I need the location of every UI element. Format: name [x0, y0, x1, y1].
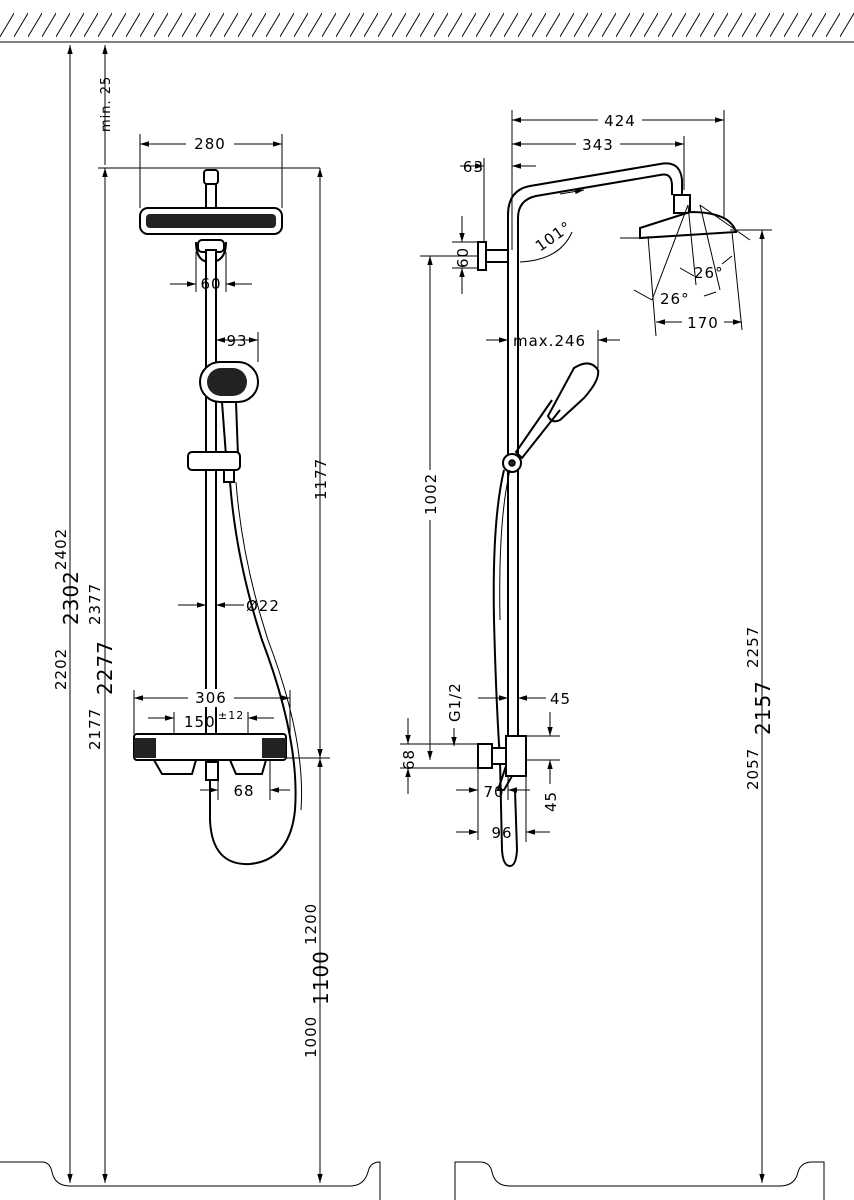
label-projection-total: 424	[604, 112, 636, 130]
handshower-front	[187, 361, 259, 483]
label-mixer-depth-top: 45	[550, 690, 571, 708]
label-center-tolerance: ±12	[218, 709, 244, 722]
label-mixer-depth-bottom: 45	[542, 791, 560, 812]
label-side-head-low: 2057	[744, 748, 762, 790]
floor-left	[0, 1161, 381, 1200]
label-mixer-projection: 70	[483, 783, 504, 801]
label-max-246: max.246	[513, 332, 586, 350]
label-connection: G1/2	[446, 682, 464, 722]
label-head-low: 2177	[86, 708, 104, 750]
label-pipe-diameter: Ø22	[246, 597, 280, 615]
right-view: 424 343 63 60 1002 101°	[400, 110, 775, 1183]
overhead-shower-side	[620, 194, 738, 240]
label-min: min. 25	[99, 76, 114, 132]
label-mixer-height: 68	[400, 749, 418, 770]
label-spray-width: 170	[687, 314, 719, 332]
hose-side	[492, 469, 519, 868]
label-mixer-mid: 1100	[309, 950, 333, 1005]
thermostat-mixer-front	[133, 733, 287, 781]
label-arm-width: 60	[200, 275, 221, 293]
ceiling-hatch	[0, 0, 854, 43]
label-total-high: 2402	[52, 528, 70, 570]
label-outlet-offset: 68	[233, 782, 254, 800]
overhead-shower-front	[139, 169, 283, 264]
label-wall-offset: 63	[463, 158, 484, 176]
label-side-head-high: 2257	[744, 626, 762, 668]
shower-column-side: 101°	[477, 162, 683, 740]
label-arm-angle: 101°	[532, 218, 575, 256]
label-total-mid: 2302	[59, 570, 83, 625]
label-spray-angle-b: 26°	[694, 264, 724, 282]
label-head-high: 2377	[86, 583, 104, 625]
handshower-side	[502, 362, 600, 473]
label-side-head-mid: 2157	[751, 680, 775, 735]
label-projection-head: 343	[582, 136, 614, 154]
shower-column-front	[205, 249, 217, 741]
floor-right	[454, 1161, 825, 1200]
label-bracket-height: 60	[454, 247, 472, 268]
label-mixer-low: 1000	[302, 1016, 320, 1058]
label-thermostat-width: 306	[195, 689, 227, 707]
label-handshower-width: 93	[226, 332, 247, 350]
hose-front	[209, 481, 297, 866]
label-1002: 1002	[422, 473, 440, 515]
label-1177: 1177	[312, 458, 330, 500]
thermostat-mixer-side	[477, 735, 527, 791]
label-spray-angle-a: 26°	[660, 290, 690, 308]
label-total-low: 2202	[52, 648, 70, 690]
label-center-distance: 150	[184, 713, 216, 731]
label-mixer-high: 1200	[302, 903, 320, 945]
label-outlet-projection: 96	[491, 824, 512, 842]
label-head-mid: 2277	[93, 640, 117, 695]
label-head-width: 280	[194, 135, 226, 153]
left-view: min. 25 2402 2302 2202 2377 2277 2177 11…	[52, 45, 333, 1183]
